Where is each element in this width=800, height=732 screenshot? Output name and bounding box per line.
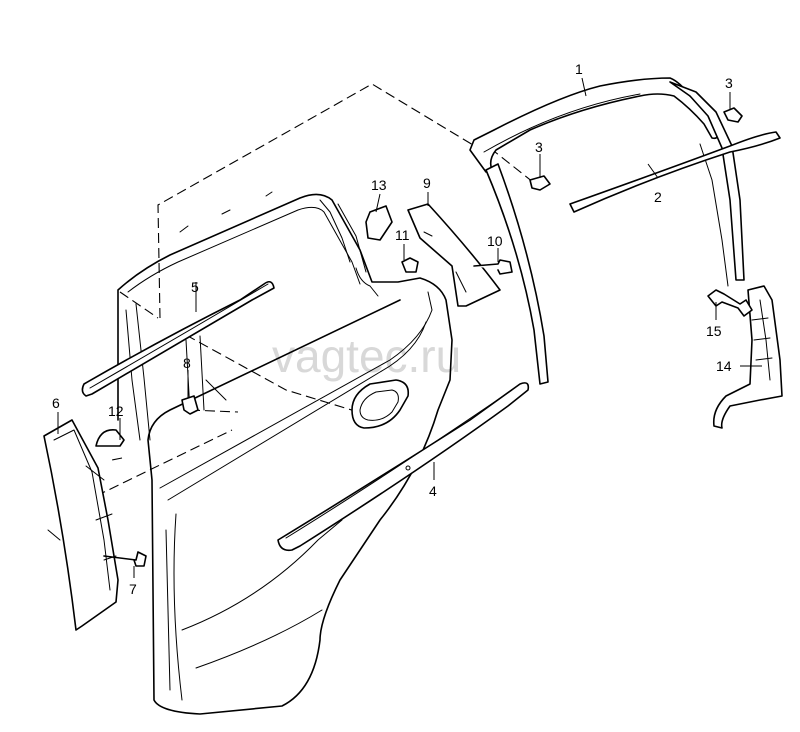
- callout-6: 6: [52, 395, 60, 411]
- callout-4: 4: [429, 483, 437, 499]
- part-10-bolt: [473, 259, 513, 275]
- callout-13: 13: [371, 177, 387, 193]
- callout-15: 15: [706, 323, 722, 339]
- callout-10: 10: [487, 233, 503, 249]
- part-14-trim-strip: [712, 285, 783, 429]
- callout-7: 7: [129, 581, 137, 597]
- callout-5: 5: [191, 279, 199, 295]
- leader-lines: [57, 77, 762, 578]
- part-7-screw: [103, 551, 147, 567]
- part-1-frame-trim: [469, 77, 745, 385]
- part-4-waist-trim: [277, 382, 530, 552]
- callout-11: 11: [395, 227, 410, 243]
- part-9-triangle-trim: [407, 203, 501, 307]
- callout-14: 14: [716, 358, 732, 374]
- callout-3a: 3: [535, 139, 543, 155]
- part-15-bolt: [707, 289, 753, 317]
- callout-8: 8: [183, 355, 191, 371]
- callout-12: 12: [108, 403, 124, 419]
- door-handle: [351, 379, 410, 429]
- watermark: vagtec.ru: [272, 330, 461, 382]
- part-6-pillar-trim: [43, 419, 119, 631]
- part-3-clips: [529, 107, 743, 191]
- callouts: 1 2 3 3 4 5 6 7 8 12 9 10 11 13 14 15: [52, 61, 733, 597]
- part-11-nut: [401, 257, 419, 273]
- callout-2: 2: [654, 189, 662, 205]
- part-8-clip: [181, 395, 199, 415]
- door-shell: [117, 191, 453, 715]
- callout-3b: 3: [725, 75, 733, 91]
- part-5-belt-strip: [81, 280, 275, 397]
- part-2-seal-strip: [569, 131, 781, 213]
- callout-9: 9: [423, 175, 431, 191]
- callout-1: 1: [575, 61, 583, 77]
- part-12-small-clip: [95, 429, 125, 447]
- part-13-bracket: [365, 205, 393, 241]
